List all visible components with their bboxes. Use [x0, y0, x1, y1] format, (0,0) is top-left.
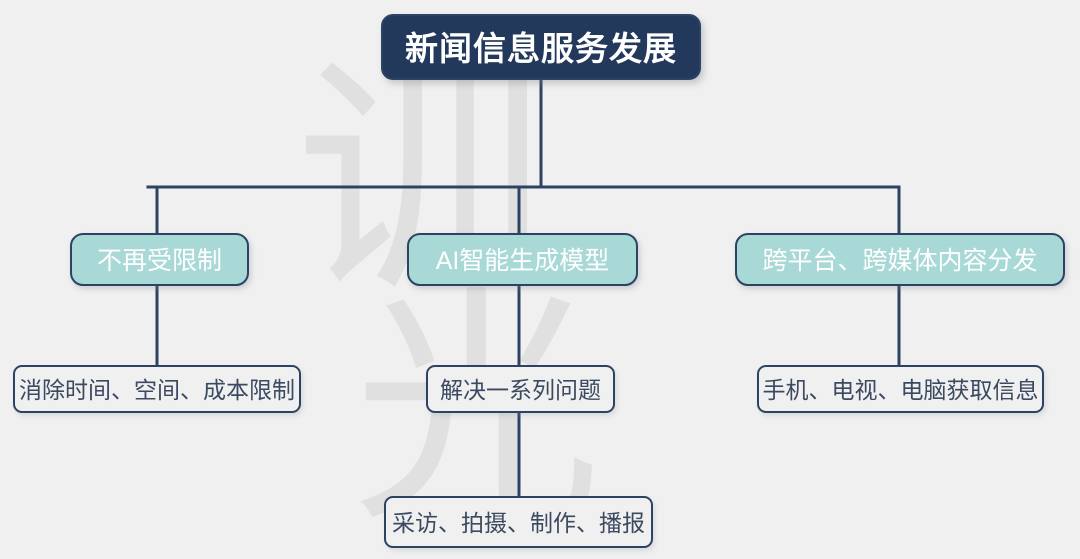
branch-node-label: AI智能生成模型: [435, 246, 610, 275]
branch-node-label: 跨平台、跨媒体内容分发: [762, 246, 1038, 275]
leaf-node-label: 手机、电视、电脑获取信息: [762, 377, 1039, 403]
leaf-node-solve-series-of-problems[interactable]: 解决一系列问题: [426, 365, 615, 413]
leaf-node-label: 采访、拍摄、制作、播报: [392, 510, 645, 536]
leaf-node-interview-shoot-produce-broadcast[interactable]: 采访、拍摄、制作、播报: [384, 496, 653, 548]
branch-node-ai-generation-model[interactable]: AI智能生成模型: [407, 233, 638, 286]
branch-node-cross-platform-distribution[interactable]: 跨平台、跨媒体内容分发: [735, 233, 1065, 286]
leaf-node-phone-tv-computer-get-information[interactable]: 手机、电视、电脑获取信息: [757, 365, 1044, 413]
branch-node-label: 不再受限制: [96, 246, 222, 275]
root-node-label: 新闻信息服务发展: [405, 29, 677, 67]
leaf-node-label: 消除时间、空间、成本限制: [19, 377, 295, 403]
leaf-node-remove-time-space-cost-limits[interactable]: 消除时间、空间、成本限制: [13, 365, 301, 413]
leaf-node-label: 解决一系列问题: [440, 377, 601, 403]
root-node-news-information-service-development[interactable]: 新闻信息服务发展: [381, 14, 701, 80]
branch-node-no-longer-restricted[interactable]: 不再受限制: [70, 233, 249, 286]
